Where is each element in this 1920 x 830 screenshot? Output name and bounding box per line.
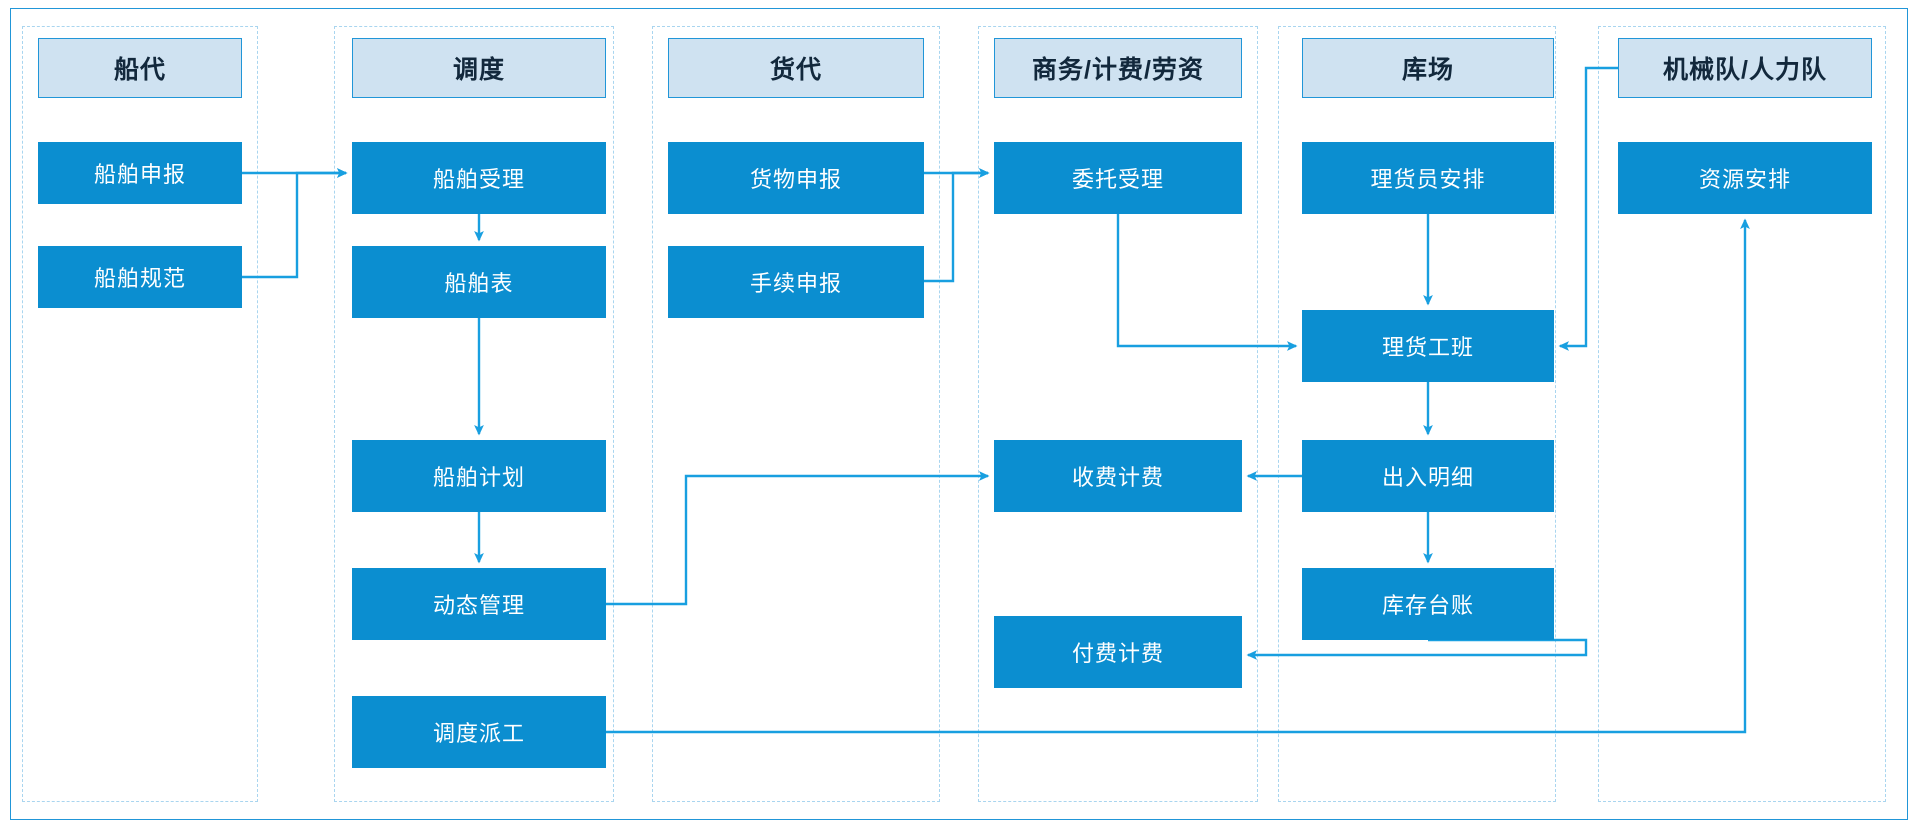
node-label: 付费计费 <box>1071 641 1164 666</box>
node-label: 收费计费 <box>1071 465 1164 490</box>
node-dongtai-guanli[interactable]: 动态管理 <box>352 568 606 640</box>
lane-header-chuandai[interactable]: 船代 <box>38 38 242 98</box>
swimlane-chuandai <box>22 26 258 802</box>
node-label: 出入明细 <box>1381 465 1474 490</box>
lane-header-label: 调度 <box>452 56 505 84</box>
node-chuanbo-shouli[interactable]: 船舶受理 <box>352 142 606 214</box>
node-kucun-taizhang[interactable]: 库存台账 <box>1302 568 1554 640</box>
node-chuanbo-biao[interactable]: 船舶表 <box>352 246 606 318</box>
node-shoufei-jifei[interactable]: 收费计费 <box>994 440 1242 512</box>
node-label: 理货员安排 <box>1370 167 1486 192</box>
lane-header-jixiedui[interactable]: 机械队/人力队 <box>1618 38 1872 98</box>
node-churu-mingxi[interactable]: 出入明细 <box>1302 440 1554 512</box>
node-label: 货物申报 <box>749 167 842 192</box>
node-label: 动态管理 <box>432 593 525 618</box>
lane-header-label: 库场 <box>1401 56 1454 84</box>
lane-header-label: 商务/计费/劳资 <box>1032 56 1204 84</box>
lane-header-shangwu[interactable]: 商务/计费/劳资 <box>994 38 1242 98</box>
lane-header-kuchang[interactable]: 库场 <box>1302 38 1554 98</box>
node-weituo-shouli[interactable]: 委托受理 <box>994 142 1242 214</box>
node-label: 船舶申报 <box>93 162 186 187</box>
node-lihuo-gongban[interactable]: 理货工班 <box>1302 310 1554 382</box>
node-label: 库存台账 <box>1381 593 1474 618</box>
node-label: 理货工班 <box>1381 335 1474 360</box>
lane-header-huodai[interactable]: 货代 <box>668 38 924 98</box>
node-label: 手续申报 <box>749 271 842 296</box>
node-label: 船舶计划 <box>432 465 525 490</box>
node-label: 资源安排 <box>1698 167 1791 192</box>
lane-header-label: 船代 <box>113 56 166 84</box>
lane-header-label: 机械队/人力队 <box>1663 56 1827 84</box>
node-fufei-jifei[interactable]: 付费计费 <box>994 616 1242 688</box>
lane-header-label: 货代 <box>769 56 822 84</box>
node-label: 委托受理 <box>1071 167 1164 192</box>
node-chuanbo-guifan[interactable]: 船舶规范 <box>38 246 242 308</box>
node-ziyuan-anpai[interactable]: 资源安排 <box>1618 142 1872 214</box>
node-huowu-shenbao[interactable]: 货物申报 <box>668 142 924 214</box>
node-shouxu-shenbao[interactable]: 手续申报 <box>668 246 924 318</box>
node-label: 船舶受理 <box>432 167 525 192</box>
node-chuanbo-jihua[interactable]: 船舶计划 <box>352 440 606 512</box>
node-label: 船舶规范 <box>93 266 186 291</box>
node-lihuoyuan-anpai[interactable]: 理货员安排 <box>1302 142 1554 214</box>
lane-header-diaodu[interactable]: 调度 <box>352 38 606 98</box>
node-diaodu-paigong[interactable]: 调度派工 <box>352 696 606 768</box>
node-chuanbo-shenbao[interactable]: 船舶申报 <box>38 142 242 204</box>
node-label: 船舶表 <box>444 271 514 296</box>
node-label: 调度派工 <box>432 721 525 746</box>
